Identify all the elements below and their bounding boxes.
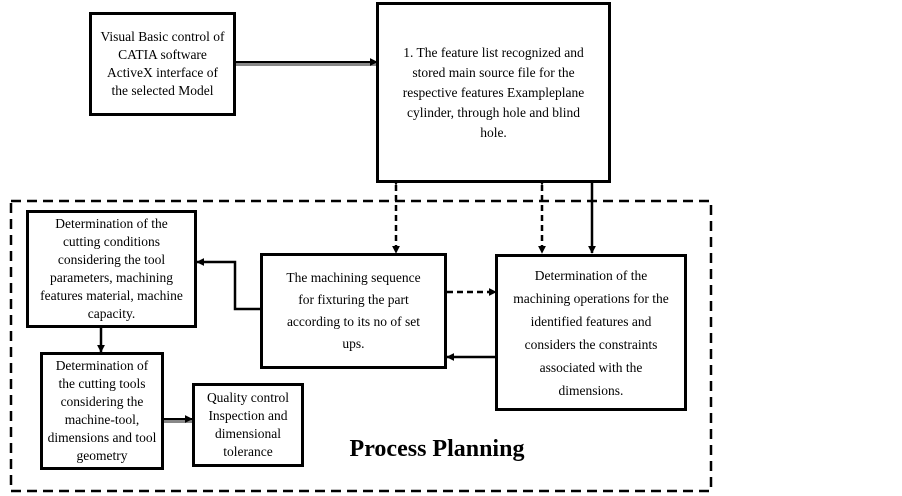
box-cutting-conditions: Determination of the cutting conditions … <box>26 210 197 328</box>
process-planning-title: Process Planning <box>349 436 525 462</box>
box-cutting-tools-text: Determination of the cutting tools consi… <box>47 358 157 463</box>
box-vb-control-text: Visual Basic control of CATIA software A… <box>100 29 225 98</box>
box-vb-control: Visual Basic control of CATIA software A… <box>89 12 236 116</box>
box-cutting-conditions-text: Determination of the cutting conditions … <box>40 216 183 321</box>
arrow-tools-to-quality <box>164 415 193 423</box>
box-quality-control: Quality control Inspection and dimension… <box>192 383 304 467</box>
box-quality-control-text: Quality control Inspection and dimension… <box>206 390 290 459</box>
box-machining-operations-text: Determination of the machining operation… <box>513 267 669 398</box>
box-feature-list: 1. The feature list recognized and store… <box>376 2 611 183</box>
box-machining-operations: Determination of the machining operation… <box>495 254 687 411</box>
arrow-sequence-to-conditions <box>196 258 261 311</box>
box-machining-sequence-text: The machining sequence for fixturing the… <box>286 270 421 351</box>
box-cutting-tools: Determination of the cutting tools consi… <box>40 352 164 470</box>
arrow-vb-to-feature-list <box>235 58 378 66</box>
box-machining-sequence: The machining sequence for fixturing the… <box>260 253 447 369</box>
box-feature-list-text: 1. The feature list recognized and store… <box>402 44 585 140</box>
